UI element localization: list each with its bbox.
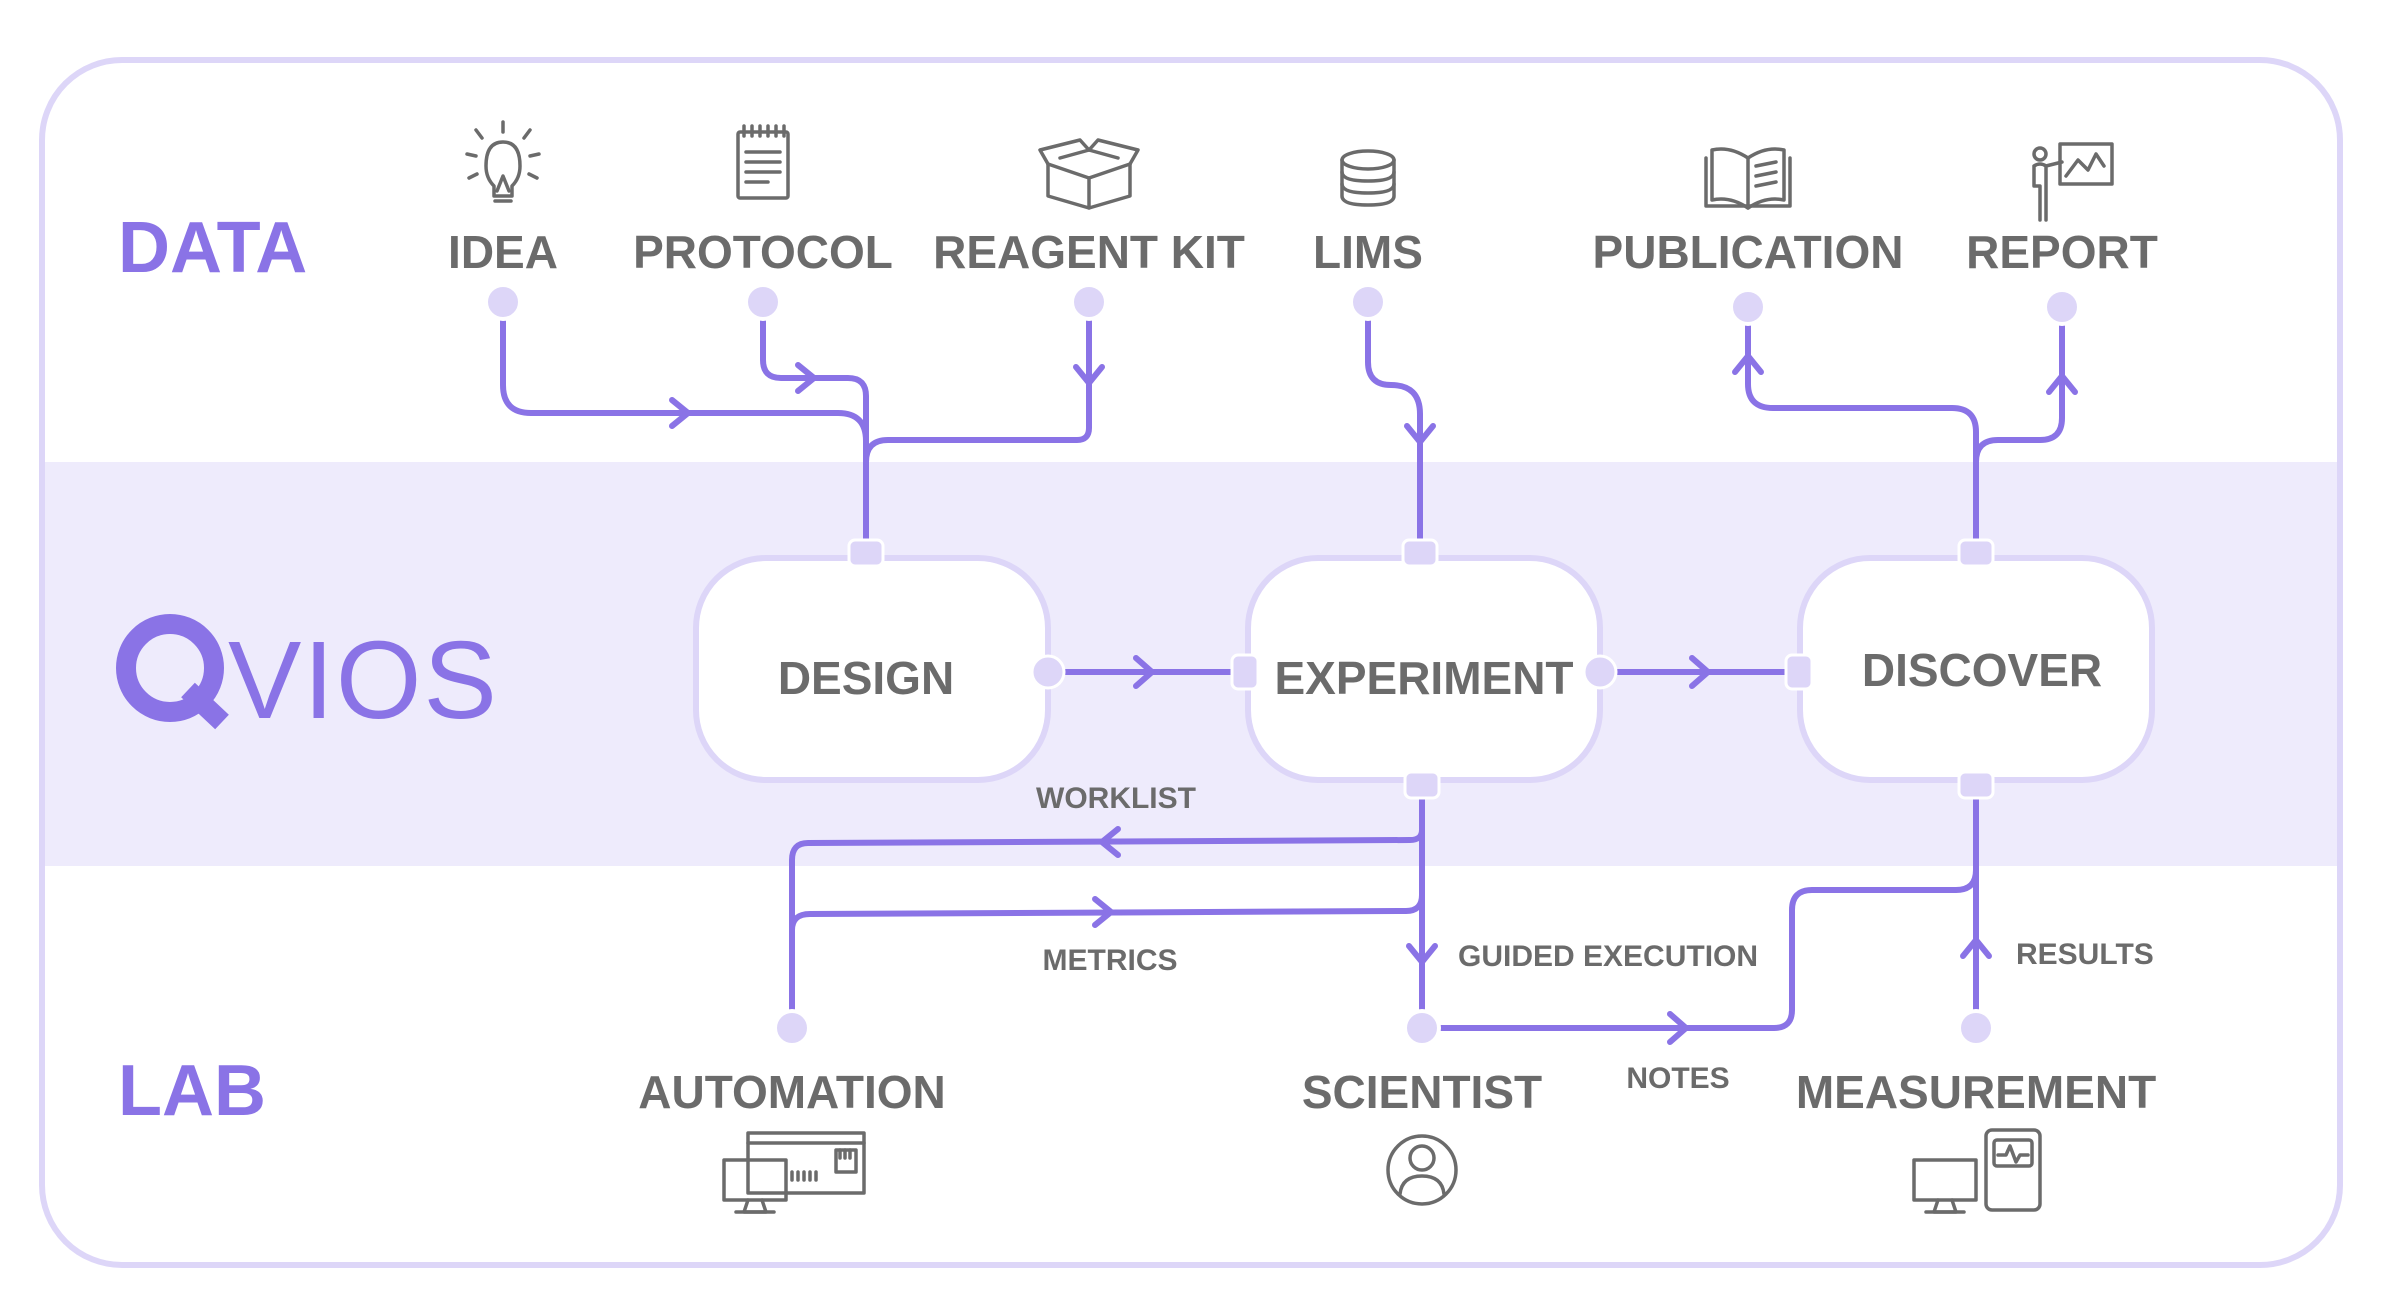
- database-icon: [1340, 149, 1396, 207]
- data-node-dot-report: [2043, 288, 2081, 326]
- data-node-dot-publication: [1729, 288, 1767, 326]
- arrow-protocol: [795, 362, 817, 394]
- port-design-top: [847, 538, 885, 568]
- row-label-data: DATA: [118, 208, 307, 288]
- data-node-publication[interactable]: PUBLICATION: [1593, 147, 1904, 326]
- port-discover-top: [1957, 538, 1995, 568]
- data-node-dot-lims: [1349, 283, 1387, 321]
- logo-q-tail: [181, 682, 229, 730]
- logo-q-mark: [116, 614, 224, 722]
- edge-label-metrics: METRICS: [1043, 944, 1178, 977]
- data-node-reagent-kit[interactable]: REAGENT KIT: [933, 138, 1245, 321]
- arrow-experiment-discover: [1689, 655, 1711, 689]
- user-circle-icon: [1386, 1134, 1458, 1206]
- outer-frame: [39, 57, 2343, 1268]
- stage-label-discover: DISCOVER: [1862, 644, 2102, 696]
- lab-node-scientist[interactable]: SCIENTIST: [1302, 1009, 1542, 1206]
- instrument-monitor-icon: [1912, 1128, 2042, 1214]
- lab-node-label-scientist: SCIENTIST: [1302, 1066, 1542, 1118]
- data-node-dot-protocol: [744, 283, 782, 321]
- open-book-icon: [1704, 147, 1792, 210]
- arrow-reagent: [1073, 364, 1105, 386]
- port-discover-bottom: [1957, 770, 1995, 800]
- data-node-label-publication: PUBLICATION: [1593, 226, 1904, 278]
- data-node-idea[interactable]: IDEA: [448, 120, 558, 321]
- data-node-label-lims: LIMS: [1313, 226, 1423, 278]
- lab-node-dot-automation: [773, 1009, 811, 1047]
- port-design-right: [1030, 654, 1066, 690]
- port-experiment-bottom: [1403, 770, 1441, 800]
- lab-node-label-automation: AUTOMATION: [638, 1066, 946, 1118]
- port-experiment-top: [1401, 538, 1439, 568]
- flow-discover-to-publication: [1745, 305, 1979, 551]
- arrow-worklist: [1099, 826, 1121, 858]
- data-node-report[interactable]: REPORT: [1966, 142, 2158, 326]
- data-node-protocol[interactable]: PROTOCOL: [633, 124, 893, 321]
- lab-node-dot-scientist: [1403, 1009, 1441, 1047]
- flow-lims-to-experiment: [1365, 302, 1423, 551]
- data-node-label-protocol: PROTOCOL: [633, 226, 893, 278]
- arrow-design-experiment: [1133, 655, 1155, 689]
- data-node-label-idea: IDEA: [448, 226, 558, 278]
- port-experiment-left: [1230, 653, 1260, 691]
- data-node-dot-reagent-kit: [1070, 283, 1108, 321]
- stage-label-design: DESIGN: [778, 652, 954, 704]
- arrow-guided: [1406, 943, 1438, 965]
- lab-node-dot-measurement: [1957, 1009, 1995, 1047]
- flow-notes: [1419, 783, 1979, 1031]
- data-node-label-reagent-kit: REAGENT KIT: [933, 226, 1245, 278]
- qvios-logo: VIOS: [116, 614, 499, 742]
- logo-text: VIOS: [228, 619, 499, 742]
- arrow-notes: [1667, 1011, 1689, 1045]
- presenter-chart-icon: [2032, 142, 2114, 222]
- lab-automation-icon: [722, 1131, 866, 1214]
- edge-label-results: RESULTS: [2016, 938, 2154, 971]
- edge-label-guided-execution: GUIDED EXECUTION: [1458, 940, 1758, 973]
- lab-node-automation[interactable]: AUTOMATION: [638, 1009, 946, 1214]
- lab-node-label-measurement: MEASUREMENT: [1796, 1066, 2156, 1118]
- arrow-publication: [1732, 353, 1764, 375]
- notepad-icon: [736, 124, 790, 200]
- port-discover-left: [1784, 653, 1814, 691]
- arrow-metrics: [1092, 896, 1114, 928]
- edge-label-notes: NOTES: [1626, 1062, 1729, 1095]
- row-label-lab: LAB: [118, 1051, 266, 1131]
- data-node-label-report: REPORT: [1966, 226, 2158, 278]
- stage-label-experiment: EXPERIMENT: [1274, 652, 1573, 704]
- flow-reagent-to-design: [863, 302, 1092, 465]
- open-box-icon: [1038, 138, 1140, 210]
- data-node-lims[interactable]: LIMS: [1313, 149, 1423, 321]
- edge-label-worklist: WORKLIST: [1036, 782, 1196, 815]
- lightbulb-icon: [465, 120, 541, 203]
- arrow-idea: [669, 397, 691, 429]
- data-node-dot-idea: [484, 283, 522, 321]
- lab-node-measurement[interactable]: MEASUREMENT: [1796, 1009, 2156, 1214]
- arrow-report: [2046, 373, 2078, 395]
- port-experiment-right: [1582, 654, 1618, 690]
- arrow-lims: [1404, 423, 1436, 445]
- flow-discover-to-report: [1973, 305, 2065, 551]
- arrow-results: [1960, 937, 1992, 959]
